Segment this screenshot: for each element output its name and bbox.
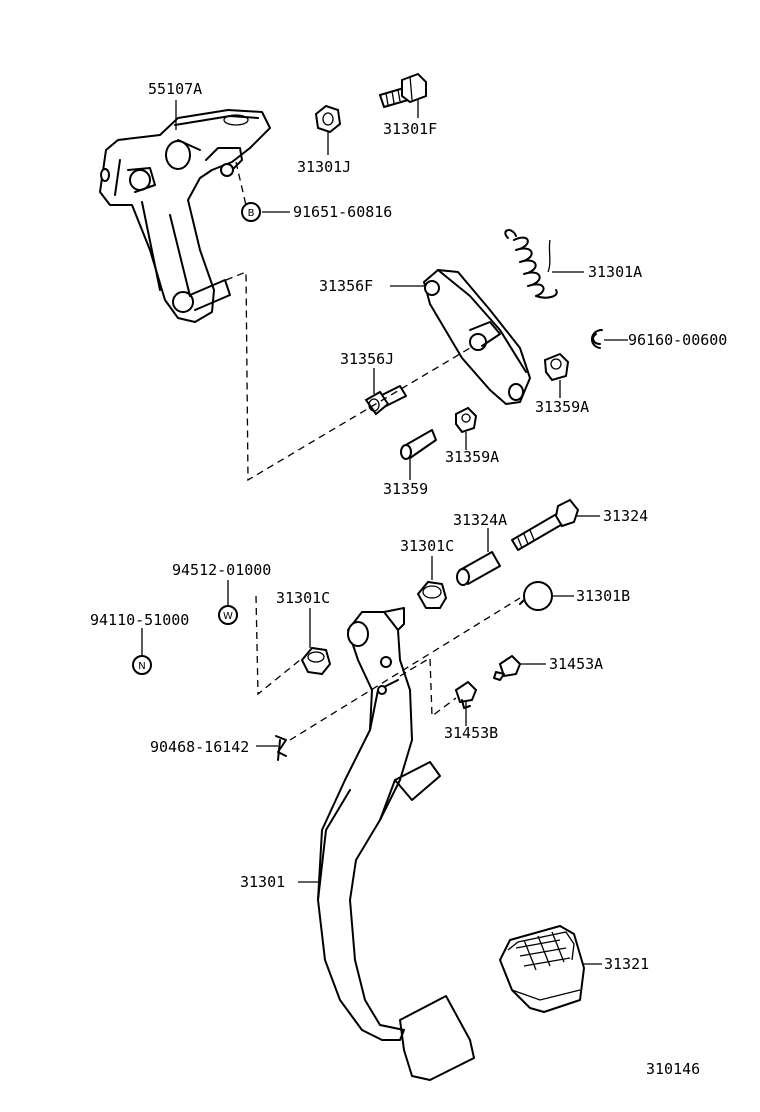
clip-pin-90468-drawing bbox=[275, 735, 287, 761]
spring-31301A-drawing bbox=[504, 229, 558, 299]
label-55107A: 55107A bbox=[148, 80, 202, 98]
badge-W: W bbox=[218, 605, 238, 625]
screw-31453A-drawing bbox=[493, 654, 522, 681]
leader-lines bbox=[141, 100, 628, 965]
label-90468-16142: 90468-16142 bbox=[150, 738, 249, 756]
label-31453A: 31453A bbox=[549, 655, 603, 673]
label-31301C-upper: 31301C bbox=[400, 537, 454, 555]
clip-96160-drawing bbox=[591, 329, 603, 349]
bushing-31301C-upper-drawing bbox=[416, 580, 448, 609]
collar-31359A-upper-drawing bbox=[543, 352, 570, 382]
label-31356F: 31356F bbox=[319, 277, 373, 295]
part-labels: 55107A 31301F 31301J 91651-60816 31356F … bbox=[90, 80, 727, 1078]
link-plate-31356F-drawing bbox=[423, 269, 531, 405]
diagram-number: 310146 bbox=[646, 1060, 700, 1078]
assembly-dashed-lines bbox=[225, 161, 521, 741]
label-31301C-lower: 31301C bbox=[276, 589, 330, 607]
label-31321: 31321 bbox=[604, 955, 649, 973]
label-31359: 31359 bbox=[383, 480, 428, 498]
bolt-31301F-drawing bbox=[379, 72, 427, 108]
nut-31301J-drawing bbox=[314, 104, 342, 134]
label-31359A-upper: 31359A bbox=[535, 398, 589, 416]
label-31356J: 31356J bbox=[340, 350, 394, 368]
bolt-31324-drawing bbox=[511, 498, 580, 551]
pin-31356J-drawing bbox=[364, 385, 407, 416]
label-31324A: 31324A bbox=[453, 511, 507, 529]
pipe-31324A-drawing bbox=[456, 551, 501, 586]
label-31301F: 31301F bbox=[383, 120, 437, 138]
label-31324: 31324 bbox=[603, 507, 648, 525]
badge-B: B bbox=[241, 202, 261, 222]
badge-N: N bbox=[132, 655, 152, 675]
label-91651-60816: 91651-60816 bbox=[293, 203, 392, 221]
screw-31453B-drawing bbox=[454, 680, 478, 709]
pedal-arm-31301-drawing bbox=[317, 607, 475, 1081]
pedal-pad-31321-drawing bbox=[499, 925, 585, 1013]
label-31301B: 31301B bbox=[576, 587, 630, 605]
label-31359A-lower: 31359A bbox=[445, 448, 499, 466]
pin-31359-drawing bbox=[400, 429, 437, 460]
label-94512-01000: 94512-01000 bbox=[172, 561, 271, 579]
badge-N-label: N bbox=[138, 661, 145, 672]
label-96160-00600: 96160-00600 bbox=[628, 331, 727, 349]
cap-31301B-drawing bbox=[519, 581, 553, 611]
label-31453B: 31453B bbox=[444, 724, 498, 742]
badge-B-label: B bbox=[248, 208, 255, 219]
bushing-31301C-lower-drawing bbox=[300, 646, 332, 676]
label-94110-51000: 94110-51000 bbox=[90, 611, 189, 629]
label-31301: 31301 bbox=[240, 873, 285, 891]
label-31301J: 31301J bbox=[297, 158, 351, 176]
label-31301A: 31301A bbox=[588, 263, 642, 281]
collar-31359A-lower-drawing bbox=[455, 406, 478, 434]
badge-W-label: W bbox=[223, 611, 233, 622]
bracket-55107A-drawing bbox=[99, 109, 271, 323]
